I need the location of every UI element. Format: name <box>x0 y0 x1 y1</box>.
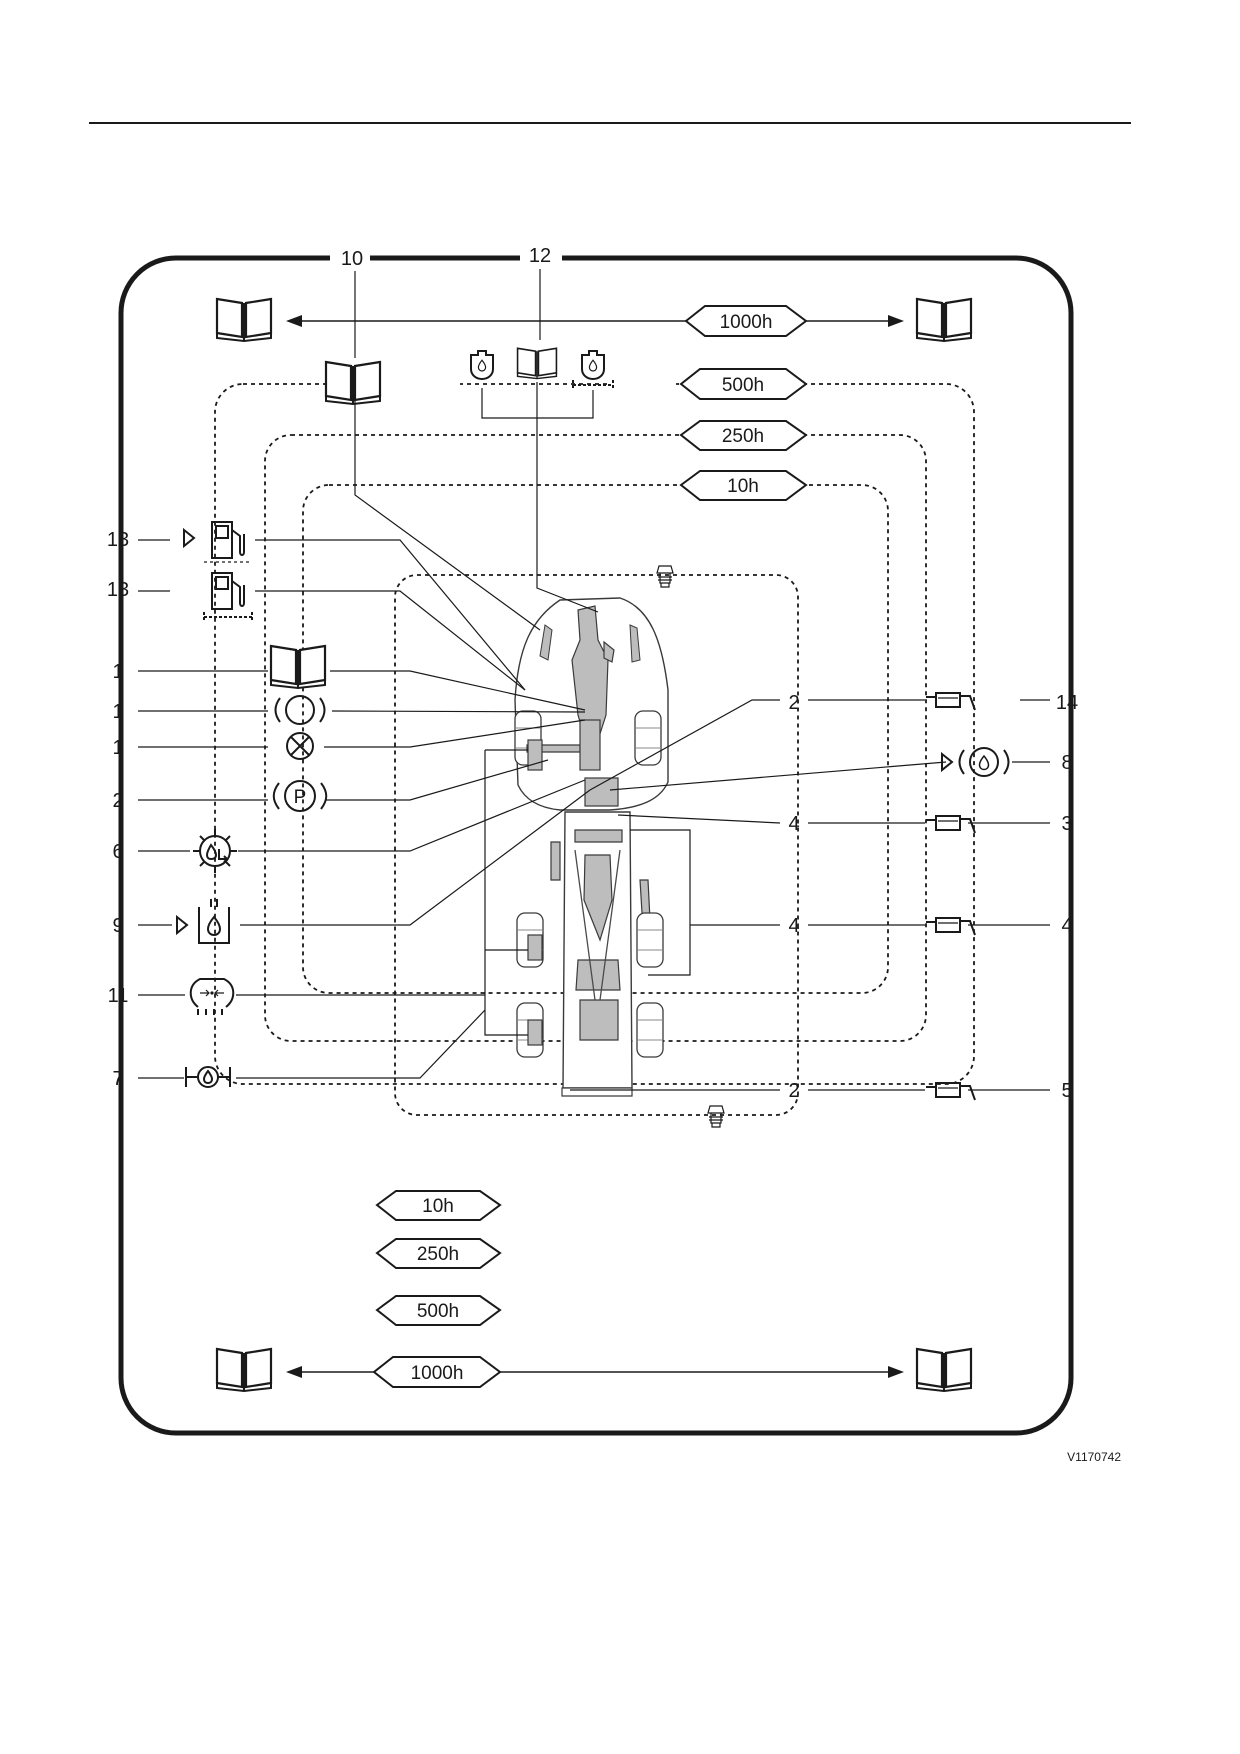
svg-text:1000h: 1000h <box>411 1363 464 1384</box>
fuel-pump-icon <box>183 521 252 563</box>
interval-loop-250h <box>264 434 927 1042</box>
callout-6: 6 <box>112 841 123 863</box>
leader-lines-left <box>138 400 599 1079</box>
manual-book-icon <box>215 297 273 343</box>
manual-book-icon <box>324 360 382 406</box>
machine-top-view <box>514 597 669 1097</box>
grease-nipple-icon <box>707 1105 725 1128</box>
callout-7: 7 <box>112 1068 123 1090</box>
svg-text:10h: 10h <box>727 476 759 497</box>
callout-4: 4 <box>1061 915 1072 937</box>
callout-4: 4 <box>788 915 799 937</box>
fuel-pump-icon <box>203 572 253 621</box>
badge-10h-bottom: 10h <box>375 1190 502 1221</box>
callout-2: 2 <box>788 1080 799 1102</box>
callout-11: 11 <box>108 985 129 1007</box>
manual-book-icon <box>215 1347 273 1393</box>
grease-gun-icon <box>925 815 976 834</box>
hydraulic-pressure-icon <box>941 747 1010 777</box>
manual-book-icon <box>269 644 327 690</box>
callout-2: 2 <box>788 692 799 714</box>
badge-250h-top: 250h <box>679 420 808 451</box>
grease-gun-icon <box>925 917 976 936</box>
badge-1000h-bottom: 1000h <box>372 1356 502 1388</box>
interval-loop-inner <box>394 574 799 1116</box>
engine-oil-icon <box>470 350 494 381</box>
badge-500h-top: 500h <box>679 368 808 400</box>
hydraulic-oil-icon <box>572 350 614 390</box>
callout-1: 1 <box>112 737 123 759</box>
callout-2: 2 <box>112 790 123 812</box>
callout-12: 12 <box>529 245 551 267</box>
svg-text:500h: 500h <box>417 1301 459 1322</box>
callout-10: 10 <box>341 248 363 270</box>
manual-book-icon <box>915 1347 973 1393</box>
parking-brake-icon: P <box>272 780 328 812</box>
figure-reference: V1170742 <box>1067 1450 1121 1464</box>
callout-13: 13 <box>107 579 129 601</box>
callout-8: 8 <box>1061 752 1072 774</box>
svg-text:1000h: 1000h <box>720 312 773 333</box>
badge-1000h-top: 1000h <box>684 305 808 337</box>
callout-9: 9 <box>112 915 123 937</box>
callout-5: 5 <box>1061 1080 1072 1102</box>
callout-4: 4 <box>788 813 799 835</box>
callout-3: 3 <box>1061 813 1072 835</box>
callout-1: 1 <box>112 661 123 683</box>
brake-warning-icon <box>286 732 314 760</box>
callout-1: 1 <box>112 701 123 723</box>
svg-text:10h: 10h <box>422 1196 454 1217</box>
grease-gun-icon <box>925 1082 976 1101</box>
svg-text:250h: 250h <box>722 426 764 447</box>
svg-text:250h: 250h <box>417 1244 459 1265</box>
svg-text:500h: 500h <box>722 375 764 396</box>
oil-reservoir-icon <box>176 899 230 944</box>
badge-10h-top: 10h <box>679 470 808 501</box>
grease-nipple-icon <box>656 565 674 588</box>
brake-check-icon <box>274 695 326 725</box>
callout-13: 13 <box>107 529 129 551</box>
gear-oil-icon <box>193 829 237 873</box>
svg-text:P: P <box>294 787 307 808</box>
manual-book-icon <box>915 297 973 343</box>
grease-gun-icon <box>925 692 976 711</box>
manual-book-icon <box>516 347 558 380</box>
tire-pressure-icon <box>189 978 235 1015</box>
interval-frame-1000h <box>118 255 1074 1436</box>
badge-250h-bottom: 250h <box>375 1238 502 1269</box>
badge-500h-bottom: 500h <box>375 1295 502 1326</box>
leader-lines-right <box>570 699 1050 1091</box>
callout-14: 14 <box>1056 692 1078 714</box>
axle-icon <box>185 1066 231 1088</box>
